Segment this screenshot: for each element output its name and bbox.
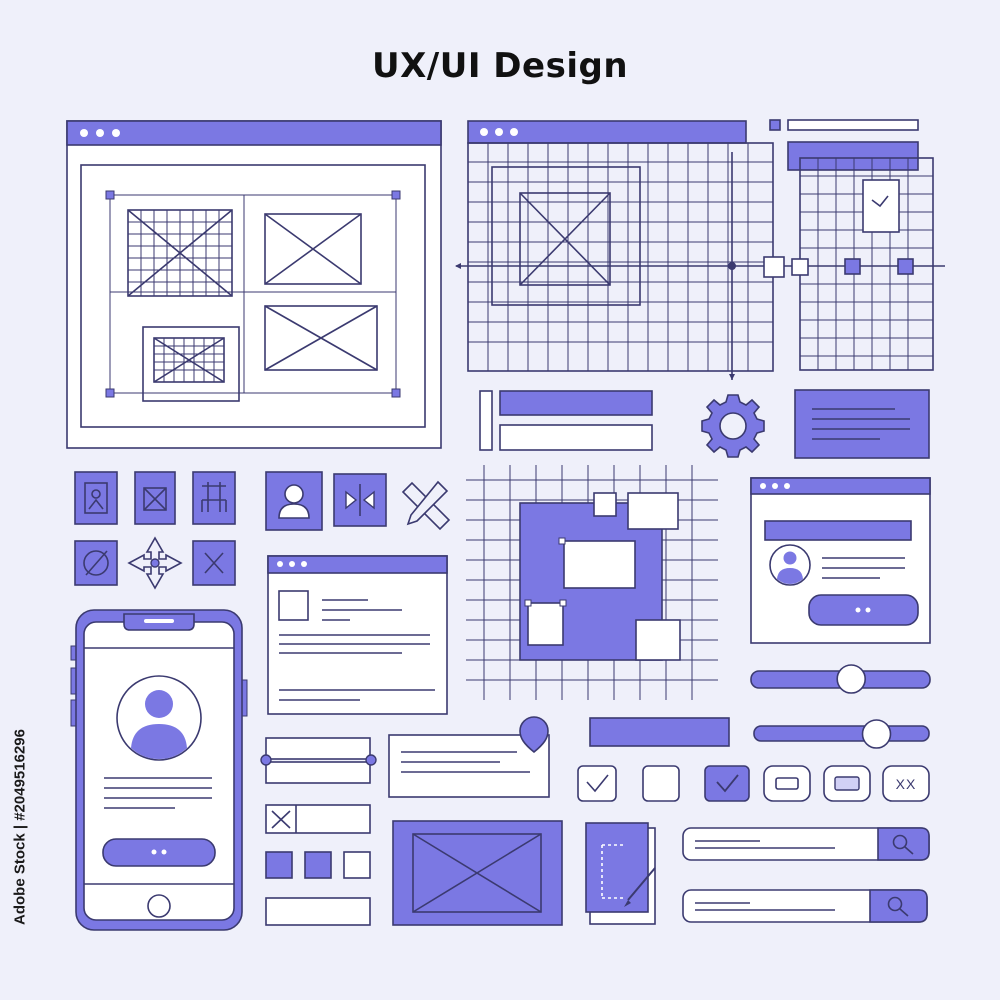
primary-bar[interactable]	[589, 717, 730, 747]
grid-layout-window	[455, 120, 945, 380]
location-pin-icon	[519, 716, 549, 754]
node-square	[844, 258, 861, 275]
selection-handle	[391, 190, 401, 200]
image-placeholder	[392, 820, 563, 926]
empty-text-field[interactable]	[265, 897, 371, 926]
search-icon[interactable]	[887, 896, 909, 917]
search-bar[interactable]	[682, 889, 928, 923]
layout-icon[interactable]	[192, 471, 236, 525]
mobile-phone-mockup	[70, 609, 248, 931]
avatar	[116, 675, 202, 761]
node-square	[791, 258, 809, 276]
dismiss-field[interactable]	[265, 804, 371, 834]
text-card	[794, 389, 930, 459]
swatch[interactable]	[265, 851, 293, 879]
image-placeholder	[127, 209, 233, 297]
ruler-pencil-icon[interactable]	[401, 480, 451, 531]
home-button	[147, 894, 171, 918]
pen-icon	[624, 867, 656, 907]
selection-handle	[391, 388, 401, 398]
image-icon[interactable]	[74, 471, 118, 525]
action-button[interactable]	[102, 838, 216, 867]
article-window	[267, 555, 448, 715]
document-edit-icon[interactable]	[585, 822, 656, 925]
slider-knob[interactable]	[836, 664, 867, 694]
user-icon[interactable]	[265, 471, 323, 531]
avatar	[769, 544, 811, 586]
toggle-button[interactable]	[763, 765, 811, 802]
node-square	[897, 258, 914, 275]
node-square	[763, 256, 785, 278]
action-button[interactable]	[808, 594, 919, 626]
move-arrows-icon[interactable]	[127, 536, 183, 590]
swatch[interactable]	[343, 851, 371, 879]
image-placeholder	[264, 305, 378, 371]
profile-window	[750, 477, 931, 644]
image-placeholder	[264, 213, 362, 285]
checkbox-empty[interactable]	[642, 765, 680, 802]
crop-icon[interactable]	[134, 471, 176, 525]
toggle-button[interactable]	[823, 765, 871, 802]
toggle-label: XX	[896, 776, 917, 792]
gear-icon[interactable]	[701, 394, 765, 458]
image-placeholder	[142, 326, 240, 402]
tooltip-card	[388, 716, 550, 798]
slider-knob[interactable]	[861, 719, 892, 749]
slider[interactable]	[753, 719, 930, 749]
compass-icon[interactable]	[74, 540, 118, 586]
swatch[interactable]	[304, 851, 332, 879]
selection-handle	[105, 388, 115, 398]
range-input[interactable]	[260, 737, 377, 784]
search-bar[interactable]	[682, 827, 930, 861]
close-icon[interactable]	[192, 540, 236, 586]
field-bars	[479, 390, 653, 451]
checkbox-checked[interactable]	[577, 765, 617, 802]
page-title: UX/UI Design	[371, 46, 629, 86]
wireframe-browser-window	[66, 120, 442, 449]
close-toggle-button[interactable]: XX	[882, 765, 930, 802]
selection-handle	[105, 190, 115, 200]
layout-grid	[466, 465, 718, 700]
resize-icon[interactable]	[333, 473, 387, 527]
search-icon[interactable]	[892, 834, 914, 855]
slider[interactable]	[750, 664, 931, 694]
swatch-row	[265, 851, 371, 879]
checkbox-checked-filled[interactable]	[704, 765, 750, 802]
component-grid-panel	[763, 119, 934, 371]
